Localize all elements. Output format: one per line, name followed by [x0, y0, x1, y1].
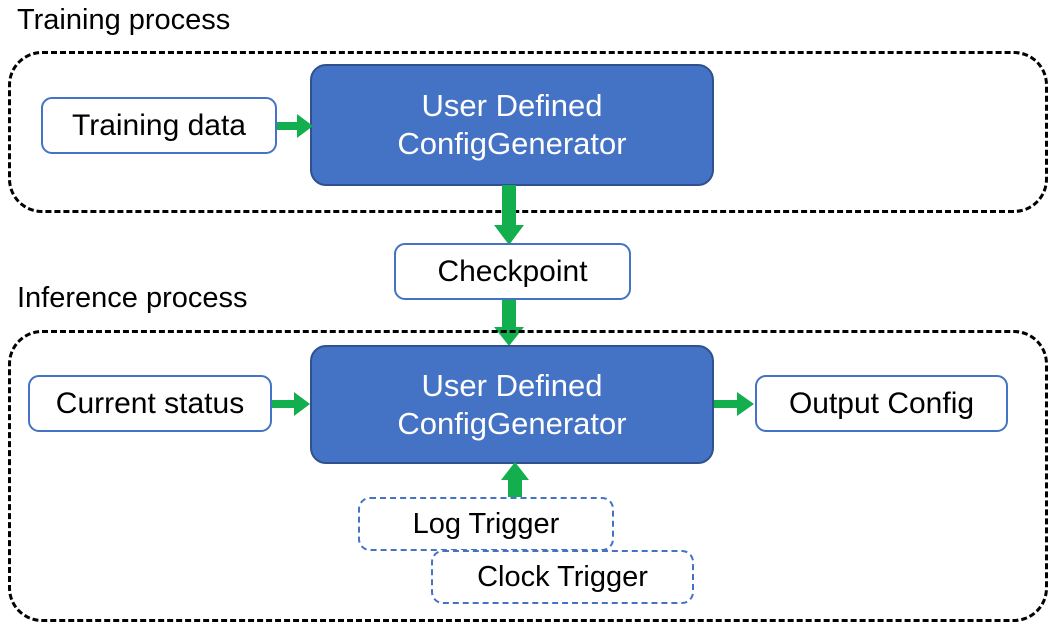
current-status-label: Current status [55, 386, 245, 420]
inference-section-title: Inference process [17, 282, 248, 314]
training-process-container [8, 51, 1048, 213]
clock-trigger-label: Clock Trigger [477, 560, 648, 593]
inference-config-generator-label: User Defined ConfigGenerator [397, 367, 627, 441]
log-trigger-node[interactable]: Log Trigger [358, 497, 614, 551]
log-trigger-label: Log Trigger [412, 507, 560, 540]
output-config-label: Output Config [788, 386, 975, 420]
training-data-label: Training data [72, 108, 246, 142]
clock-trigger-node[interactable]: Clock Trigger [431, 550, 694, 604]
training-data-node[interactable]: Training data [41, 97, 277, 154]
training-section-title: Training process [17, 4, 231, 36]
checkpoint-label: Checkpoint [437, 254, 588, 288]
training-config-generator-node[interactable]: User Defined ConfigGenerator [310, 64, 714, 186]
training-config-generator-label: User Defined ConfigGenerator [397, 88, 627, 161]
inference-process-container [8, 330, 1048, 622]
checkpoint-node[interactable]: Checkpoint [394, 243, 631, 300]
inference-config-generator-node[interactable]: User Defined ConfigGenerator [310, 345, 714, 464]
current-status-node[interactable]: Current status [28, 375, 272, 432]
output-config-node[interactable]: Output Config [755, 375, 1008, 432]
